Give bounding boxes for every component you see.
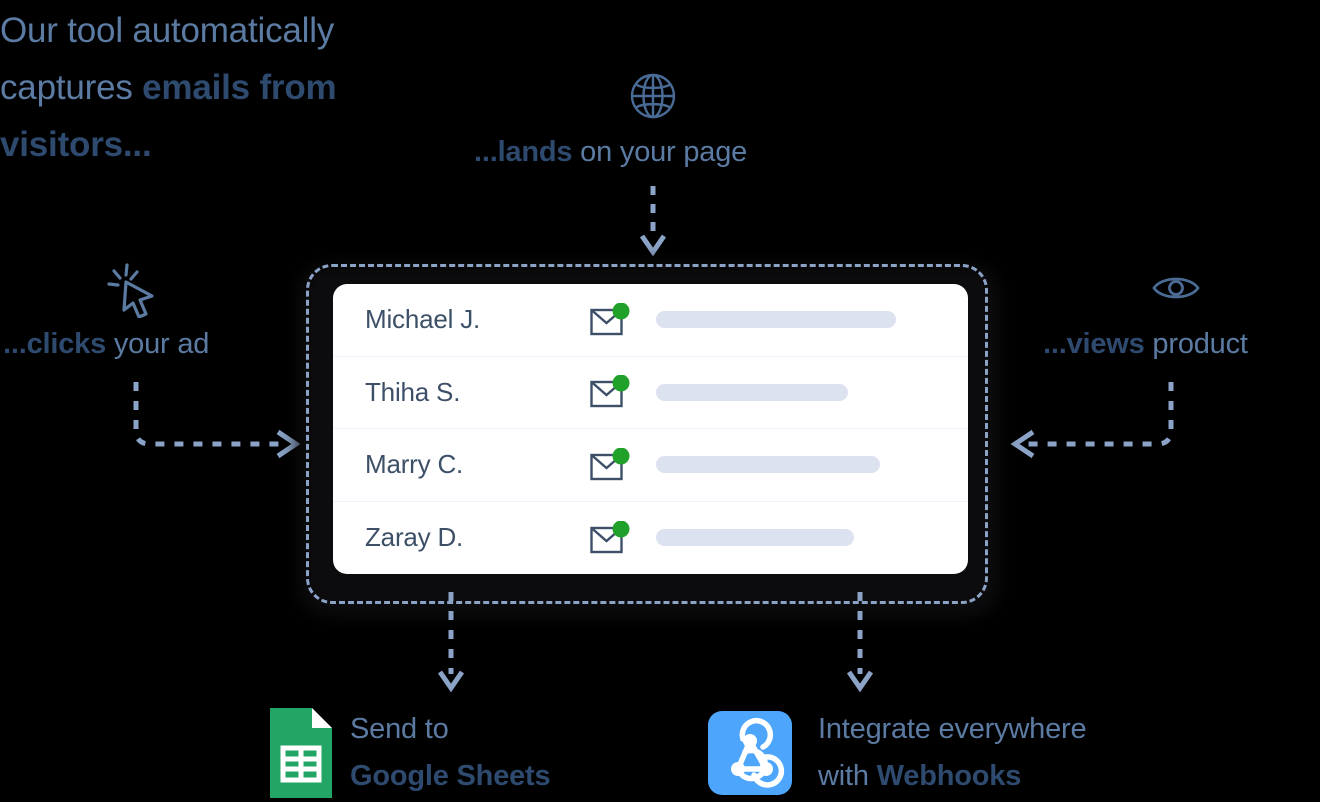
envelope-icon: [590, 374, 634, 409]
headline-line-1: Our tool automatically: [0, 2, 420, 59]
caption-views: ...views product: [1043, 328, 1248, 361]
email-placeholder-bar: [656, 383, 848, 401]
envelope-icon: [590, 447, 634, 482]
caption-clicks-bold: ...clicks: [3, 328, 106, 360]
page-title: Our tool automatically captures emails f…: [0, 2, 420, 173]
cursor-click-icon: [107, 263, 154, 318]
lead-name: Zaray D.: [365, 522, 464, 553]
table-row[interactable]: Thiha S.: [333, 357, 968, 429]
google-sheets-icon: [270, 708, 332, 798]
headline-line-1-text: Our tool automatically: [0, 11, 335, 50]
destination-sheets-line-2: Google Sheets: [350, 760, 551, 792]
eye-icon: [1152, 277, 1200, 299]
table-row[interactable]: Zaray D.: [333, 502, 968, 575]
destination-webhooks-line-2-bold: Webhooks: [876, 760, 1022, 792]
caption-clicks: ...clicks your ad: [3, 328, 209, 361]
envelope-icon: [590, 302, 634, 337]
lead-name: Marry C.: [365, 449, 464, 480]
connector-panel-to-webhooks: [846, 592, 874, 693]
caption-lands-light: on your page: [572, 136, 748, 168]
destination-webhooks-line-2: with Webhooks: [818, 753, 1086, 800]
envelope-icon: [590, 520, 634, 555]
destination-google-sheets-label: Send to Google Sheets: [350, 706, 551, 800]
destination-webhooks[interactable]: Integrate everywhere with Webhooks: [708, 706, 1087, 800]
headline-line-2-bold: emails from: [142, 68, 337, 107]
lead-name: Michael J.: [365, 304, 481, 335]
connector-clicks-to-panel: [133, 382, 301, 459]
webhooks-icon: [708, 711, 792, 795]
connector-lands-to-panel: [639, 186, 667, 257]
caption-lands-bold: ...lands: [474, 136, 573, 168]
destination-webhooks-label: Integrate everywhere with Webhooks: [818, 706, 1087, 800]
email-placeholder-bar: [656, 529, 854, 547]
headline-line-3-bold: visitors...: [0, 125, 152, 164]
captured-leads-list[interactable]: Michael J. Thiha S.: [333, 284, 968, 574]
headline-line-3: visitors...: [0, 116, 420, 173]
panel-dashed-frame: [306, 264, 988, 604]
connector-panel-to-sheets: [437, 592, 465, 693]
caption-views-light: product: [1144, 328, 1248, 360]
table-row[interactable]: Marry C.: [333, 429, 968, 502]
lead-name: Thiha S.: [365, 376, 461, 407]
connector-views-to-panel: [1010, 382, 1174, 459]
destination-google-sheets[interactable]: Send to Google Sheets: [270, 706, 551, 800]
headline-line-2-light: captures: [0, 68, 143, 107]
globe-icon: [630, 73, 676, 119]
destination-webhooks-line-2-light: with: [818, 760, 877, 792]
caption-lands: ...lands on your page: [474, 136, 747, 169]
destination-webhooks-line-1: Integrate everywhere: [818, 713, 1087, 745]
destination-sheets-line-1: Send to: [350, 713, 449, 745]
table-row[interactable]: Michael J.: [333, 284, 968, 357]
caption-views-bold: ...views: [1043, 328, 1145, 360]
email-placeholder-bar: [656, 456, 880, 474]
caption-clicks-light: your ad: [106, 328, 210, 360]
email-placeholder-bar: [656, 311, 896, 329]
capture-panel: Michael J. Thiha S.: [290, 255, 1008, 625]
headline-line-2: captures emails from: [0, 59, 420, 116]
